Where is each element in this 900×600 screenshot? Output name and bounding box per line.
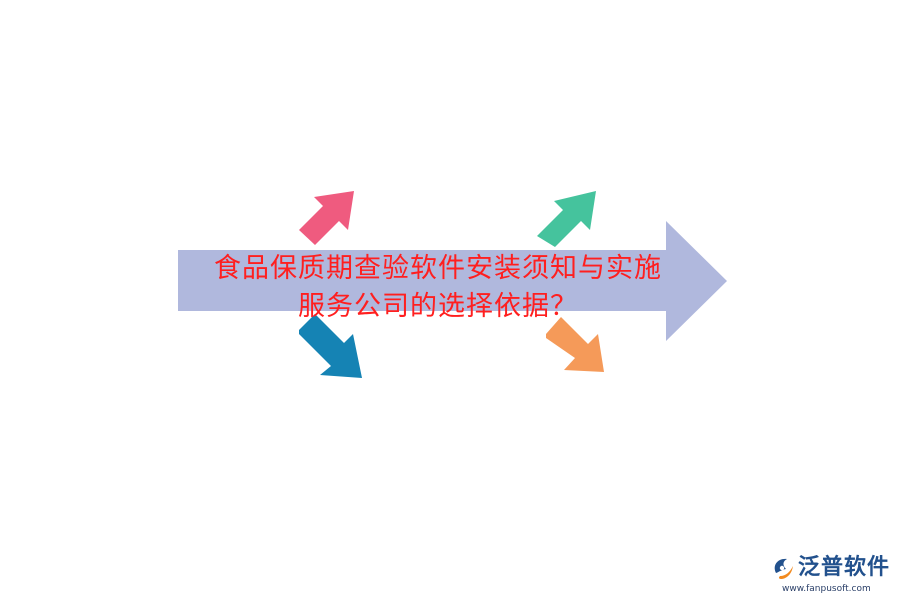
brand-name: 泛普软件 <box>798 555 891 580</box>
headline-line-1: 食品保质期查验软件安装须知与实施 <box>214 253 662 284</box>
pink-diagonal-arrow-icon <box>299 191 354 245</box>
orange-diagonal-arrow-icon <box>546 317 604 372</box>
brand-website: www.fanpusoft.com <box>782 584 871 594</box>
fanpu-logo: 泛普软件 www.fanpusoft.com <box>770 555 892 598</box>
blue-diagonal-arrow-icon <box>299 314 362 378</box>
headline-line-2: 服务公司的选择依据？ <box>298 291 578 322</box>
fanpu-logo-icon <box>774 558 793 579</box>
headline-text: 食品保质期查验软件安装须知与实施 服务公司的选择依据？ <box>178 250 698 326</box>
large-right-arrow-icon <box>178 221 727 341</box>
green-diagonal-arrow-icon <box>537 191 596 247</box>
